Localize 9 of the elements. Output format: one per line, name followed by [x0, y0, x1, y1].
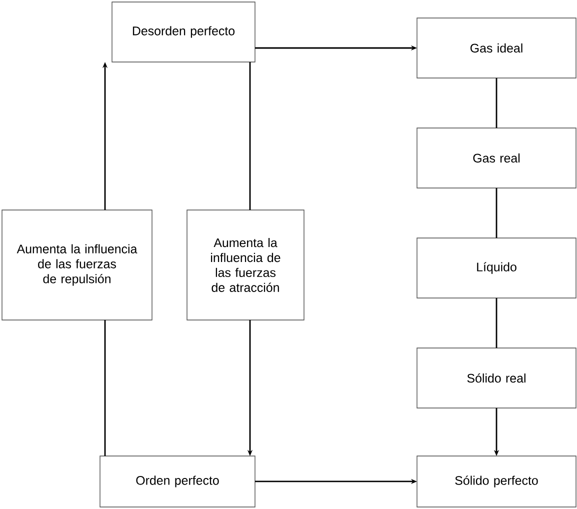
text-box: Líquido — [416, 238, 576, 298]
text-box: Sólido perfecto — [416, 456, 576, 508]
text-box: Sólido real — [416, 348, 576, 408]
text-box: Gas ideal — [416, 18, 576, 78]
text-box: Gas real — [416, 128, 576, 188]
text-box: Aumenta la influencia de las fuerzas de repulsión — [2, 210, 152, 320]
text-box: Desorden perfecto — [112, 2, 256, 62]
text-box: Aumenta la influencia de las fuerzas de atracción — [186, 210, 304, 320]
text-box: Orden perfecto — [100, 456, 256, 508]
